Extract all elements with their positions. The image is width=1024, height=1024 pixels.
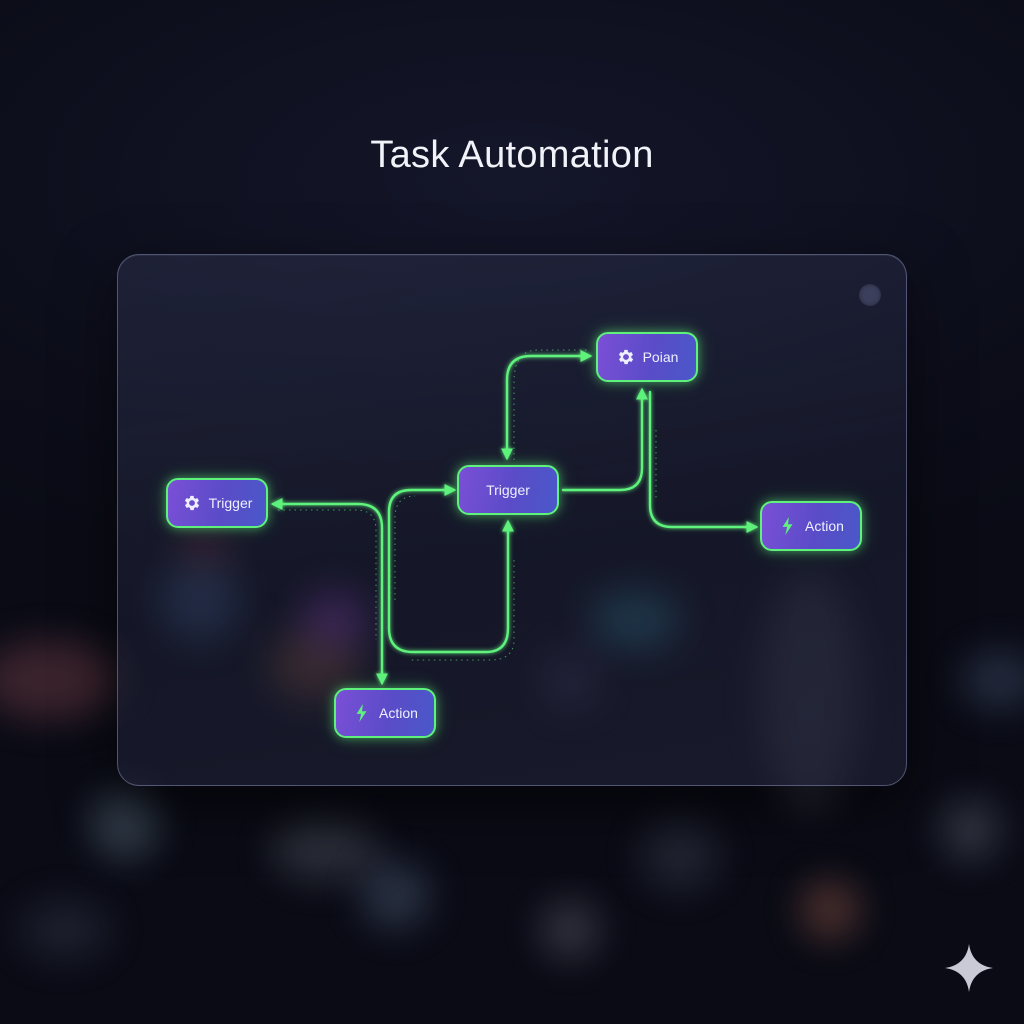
- edge-trigger-right-to-poian: [561, 387, 648, 492]
- edge-poian-to-action-right: [648, 390, 759, 533]
- edge-loop-to-trigger: [387, 484, 457, 630]
- node-action-right[interactable]: Action: [760, 501, 862, 551]
- edge-loop-bottom-to-trigger: [387, 519, 514, 654]
- lightning-bolt-icon: [778, 516, 798, 536]
- node-label: Trigger: [486, 482, 530, 498]
- node-label: Poian: [642, 349, 679, 365]
- edge-trigger-to-poian: [501, 350, 593, 461]
- edge-trigger-left-to-action-bottom: [270, 498, 388, 686]
- node-label: Action: [805, 518, 844, 534]
- sparkle-icon: [943, 942, 995, 999]
- gear-icon: [616, 347, 636, 367]
- node-trigger-center[interactable]: Trigger: [457, 465, 559, 515]
- node-label: Action: [379, 705, 418, 721]
- panel-status-dot[interactable]: [859, 284, 881, 306]
- node-label: Trigger: [208, 495, 253, 511]
- lightning-bolt-icon: [352, 703, 372, 723]
- node-trigger-left[interactable]: Trigger: [166, 478, 268, 528]
- node-poian[interactable]: Poian: [596, 332, 698, 382]
- page-title: Task Automation: [370, 134, 654, 176]
- gear-icon: [182, 493, 202, 513]
- node-action-bottom[interactable]: Action: [334, 688, 436, 738]
